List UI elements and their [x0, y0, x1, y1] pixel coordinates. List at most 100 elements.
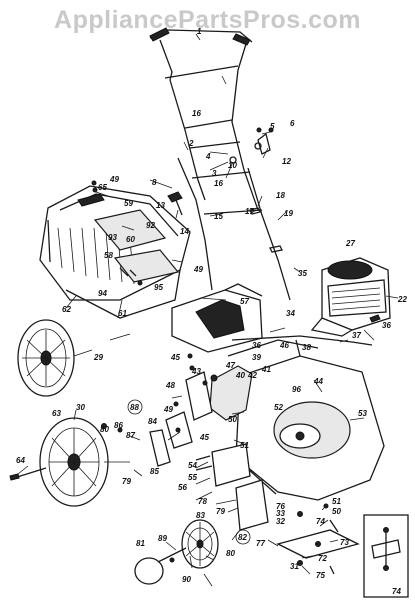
- callout-74b: 74: [392, 587, 401, 596]
- bag-frame: [93, 209, 167, 251]
- callout-45b: 45: [199, 433, 209, 442]
- callout-79b: 79: [216, 507, 225, 516]
- callout-17: 17: [245, 207, 254, 216]
- callout-73: 73: [340, 538, 349, 547]
- callout-77: 77: [256, 539, 265, 548]
- callout-95: 95: [154, 283, 163, 292]
- callout-59: 59: [124, 199, 133, 208]
- callout-10: 10: [228, 161, 237, 170]
- callout-80b: 80: [226, 549, 235, 558]
- callout-47: 47: [225, 361, 235, 370]
- callout-14: 14: [180, 227, 189, 236]
- handle-grip: [149, 27, 170, 42]
- callout-87: 87: [126, 431, 135, 440]
- callout-27: 27: [345, 239, 355, 248]
- callout-49b: 49: [193, 265, 203, 274]
- callout-84: 84: [148, 417, 157, 426]
- adjuster-knob: [167, 191, 183, 216]
- leader-lines: [17, 33, 399, 587]
- callout-51a: 51: [240, 441, 249, 450]
- callout-49c: 49: [163, 405, 173, 414]
- callout-3: 3: [212, 169, 217, 178]
- callout-92: 92: [146, 221, 155, 230]
- callout-33: 33: [276, 509, 285, 518]
- callout-2: 2: [188, 139, 194, 148]
- rear-wheel-29: [17, 319, 75, 397]
- callout-90: 90: [182, 575, 191, 584]
- callout-50b: 50: [332, 507, 341, 516]
- callout-50a: 50: [228, 415, 237, 424]
- inset-detail: [363, 514, 409, 598]
- callout-79a: 79: [122, 477, 131, 486]
- callout-85: 85: [150, 467, 159, 476]
- callout-45a: 45: [170, 353, 180, 362]
- grass-catcher: [39, 185, 191, 319]
- callout-83: 83: [196, 511, 205, 520]
- callout-82: 82: [238, 533, 247, 542]
- front-bracket: [195, 443, 269, 531]
- callout-22: 22: [397, 295, 407, 304]
- callout-46: 46: [279, 341, 289, 350]
- callout-5: 5: [270, 122, 275, 131]
- callout-51b: 51: [332, 497, 341, 506]
- callout-19: 19: [284, 209, 293, 218]
- callout-40: 40: [235, 371, 245, 380]
- callout-31: 31: [290, 562, 299, 571]
- callout-75: 75: [316, 571, 325, 580]
- callout-30: 30: [76, 403, 85, 412]
- callout-61: 61: [118, 309, 127, 318]
- callout-56: 56: [178, 483, 187, 492]
- lower-handle: [177, 132, 291, 301]
- front-wheel: [134, 519, 219, 585]
- engine: [310, 257, 391, 337]
- callout-64: 64: [16, 456, 25, 465]
- callout-94: 94: [98, 289, 107, 298]
- watermark: AppliancePartsPros.com: [54, 6, 361, 34]
- callout-52: 52: [274, 403, 283, 412]
- callout-88: 88: [130, 403, 139, 412]
- callout-32: 32: [276, 517, 285, 526]
- callout-13: 13: [156, 201, 165, 210]
- callout-35: 35: [298, 269, 307, 278]
- hardware: [91, 127, 381, 566]
- callout-62: 62: [62, 305, 71, 314]
- callout-38: 38: [302, 343, 311, 352]
- callout-58: 58: [104, 251, 113, 260]
- callout-82-ring: [235, 529, 251, 545]
- callout-54: 54: [188, 461, 197, 470]
- callout-36b: 36: [252, 341, 261, 350]
- callout-65: 65: [98, 183, 107, 192]
- upper-handle: [149, 27, 259, 211]
- rear-shield: [171, 283, 263, 353]
- callout-48: 48: [165, 381, 175, 390]
- callout-18: 18: [276, 191, 285, 200]
- callout-57: 57: [240, 297, 249, 306]
- callout-4: 4: [205, 152, 211, 161]
- callout-12: 12: [282, 157, 291, 166]
- callout-78: 78: [198, 497, 207, 506]
- mower-deck: [209, 339, 385, 501]
- callout-39: 39: [252, 353, 261, 362]
- callout-29: 29: [93, 353, 103, 362]
- callout-36a: 36: [382, 321, 391, 330]
- callout-16a: 16: [192, 109, 201, 118]
- callout-44: 44: [313, 377, 323, 386]
- callout-1: 1: [197, 27, 202, 36]
- callout-37: 37: [352, 331, 361, 340]
- callout-76: 76: [276, 502, 285, 511]
- callout-43: 43: [191, 367, 201, 376]
- throttle-cable: [231, 335, 373, 346]
- callout-15: 15: [214, 212, 223, 221]
- callout-42: 42: [247, 371, 257, 380]
- callout-72: 72: [318, 554, 327, 563]
- callout-96: 96: [292, 385, 301, 394]
- callout-8: 8: [152, 178, 157, 187]
- callout-81: 81: [136, 539, 145, 548]
- callout-16b: 16: [214, 179, 223, 188]
- callout-6: 6: [290, 119, 295, 128]
- callout-41: 41: [261, 365, 271, 374]
- rear-bracket: [149, 371, 213, 467]
- callout-88-ring: [127, 399, 143, 415]
